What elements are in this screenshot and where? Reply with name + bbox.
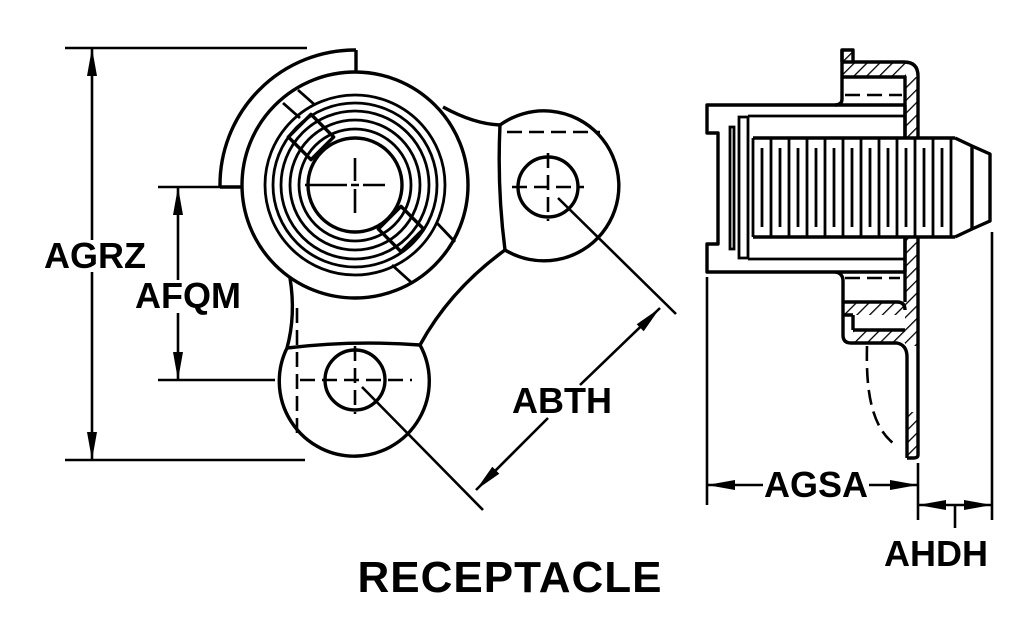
agrz-arrow-up [87, 48, 97, 76]
shell-outline [705, 103, 905, 274]
flange-bottom-bar-a [843, 300, 907, 330]
thread-crests [751, 138, 953, 237]
nose-outline [954, 136, 992, 239]
flange-bottom-bar-b [851, 328, 909, 458]
flange-skirt-right [907, 238, 920, 460]
coupling-ring-4 [288, 118, 422, 252]
bayonet-lug-upper-left [286, 112, 336, 162]
rear-ring-small [728, 125, 736, 251]
agrz-label: AGRZ [44, 235, 146, 276]
rear-ring-large [737, 115, 750, 260]
coupling-ring-5 [297, 127, 413, 243]
body-circle [240, 70, 470, 300]
fillet-body-to-right-ear [442, 105, 501, 127]
coupling-ring-3 [279, 109, 431, 261]
coupling-outer-arc [218, 48, 357, 188]
right-ear-arc [499, 109, 621, 263]
flange-bottom-left-face [834, 270, 852, 345]
bayonet-slot-lines [282, 88, 457, 285]
flange-top-inner [842, 75, 907, 137]
abth-arrow-lower [476, 466, 500, 490]
flange-hatch-plate-top [905, 77, 918, 137]
coupling-ring-2 [271, 101, 439, 269]
bayonet-lug-lower-right [376, 204, 426, 254]
right-ear-flat [497, 124, 507, 251]
agsa-arrow-right [890, 480, 918, 490]
flange-hatch-skirt [907, 412, 918, 458]
afqm-arrow-up [173, 187, 183, 215]
agrz-extension-lines [65, 46, 307, 462]
flange-hatch-top-bar [842, 62, 906, 77]
flange-hatch-plate-bottom [905, 238, 918, 346]
afqm-label: AFQM [135, 275, 241, 316]
abth-extension-lines [361, 197, 677, 511]
flange-hatch-top-stub [842, 50, 853, 62]
liner-lines [748, 114, 905, 261]
side-section-view: AGSA AHDH [705, 48, 994, 574]
fillet-body-to-bottom-ear [285, 277, 295, 349]
ahdh-arrow-right [964, 500, 992, 510]
flange-hatch-bottom-bar-a [843, 302, 905, 315]
agrz-arrow-down [87, 432, 97, 460]
flange-hatch-bottom-bar-b [853, 330, 913, 343]
agrz-dimension: AGRZ [44, 46, 307, 462]
thread-roots [760, 148, 944, 227]
bottom-ear-arc [277, 344, 431, 458]
front-view: AGRZ AFQM ABTH [44, 46, 677, 511]
ahdh-arrow-left [918, 500, 946, 510]
abth-arrow-upper [636, 308, 660, 332]
flange-top-left-face [834, 50, 844, 107]
agsa-label: AGSA [764, 464, 868, 505]
center-mark [305, 158, 385, 213]
skirt-hidden-curve [865, 345, 898, 448]
drawing-title: RECEPTACLE [358, 553, 663, 602]
abth-dimension: ABTH [361, 197, 677, 511]
ahdh-dimension: AHDH [884, 232, 994, 574]
fillet-right-ear-to-bottom-ear [418, 248, 507, 346]
agsa-arrow-left [707, 480, 735, 490]
agsa-dimension: AGSA [705, 277, 920, 520]
abth-label: ABTH [512, 380, 612, 421]
afqm-dimension: AFQM [135, 185, 275, 382]
ahdh-label: AHDH [884, 533, 988, 574]
thread-boundaries [753, 136, 955, 239]
flange-top-outer [842, 60, 920, 137]
bottom-ear-flat [286, 341, 421, 350]
afqm-arrow-down [173, 352, 183, 380]
coupling-ring-1 [263, 93, 447, 277]
